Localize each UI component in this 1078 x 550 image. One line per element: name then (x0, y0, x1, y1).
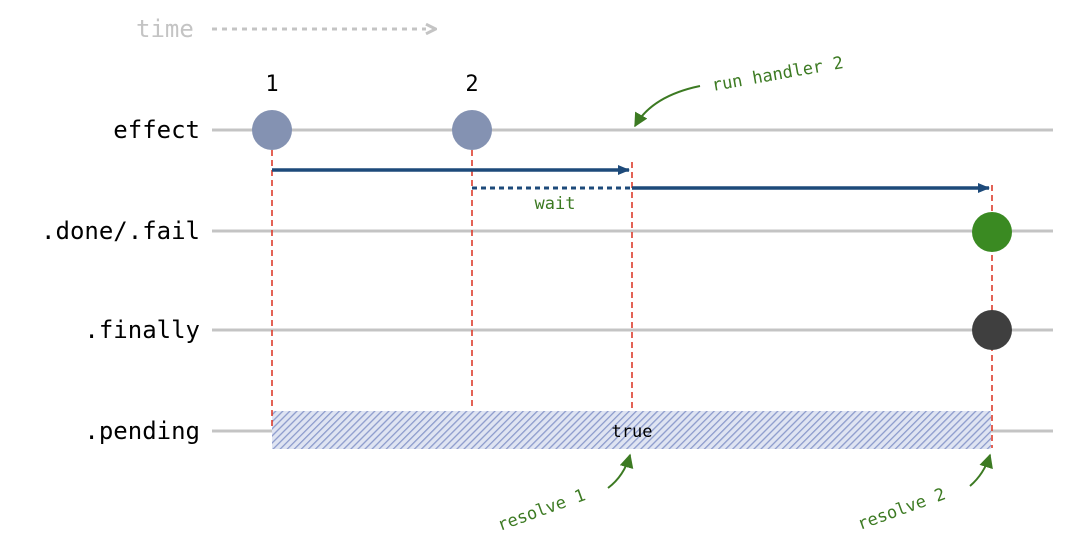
pending-true-label: true (612, 422, 653, 442)
pending-lane-label: .pending (84, 417, 200, 445)
done-fail-dot (972, 212, 1012, 252)
pending-true-bar (272, 411, 991, 449)
resolve-2-annotation: resolve 2 (855, 484, 948, 534)
wait-label: wait (535, 194, 576, 214)
run-handler-2-pointer (634, 85, 701, 128)
run-handler-2-annotation: run handler 2 (710, 53, 845, 96)
resolve-2-pointer (969, 453, 993, 487)
time-label: time (136, 15, 194, 43)
resolve-1-annotation: resolve 1 (495, 485, 588, 535)
finally-lane-label: .finally (84, 316, 200, 344)
done-fail-lane-label: .done/.fail (41, 217, 200, 245)
resolve-1-pointer (607, 453, 634, 489)
effect-call-2-label: 2 (465, 72, 478, 97)
effect-lane-label: effect (113, 116, 200, 144)
finally-dot (972, 310, 1012, 350)
effect-call-1-label: 1 (265, 72, 278, 97)
effect-call-2-dot (452, 110, 492, 150)
effect-call-1-dot (252, 110, 292, 150)
